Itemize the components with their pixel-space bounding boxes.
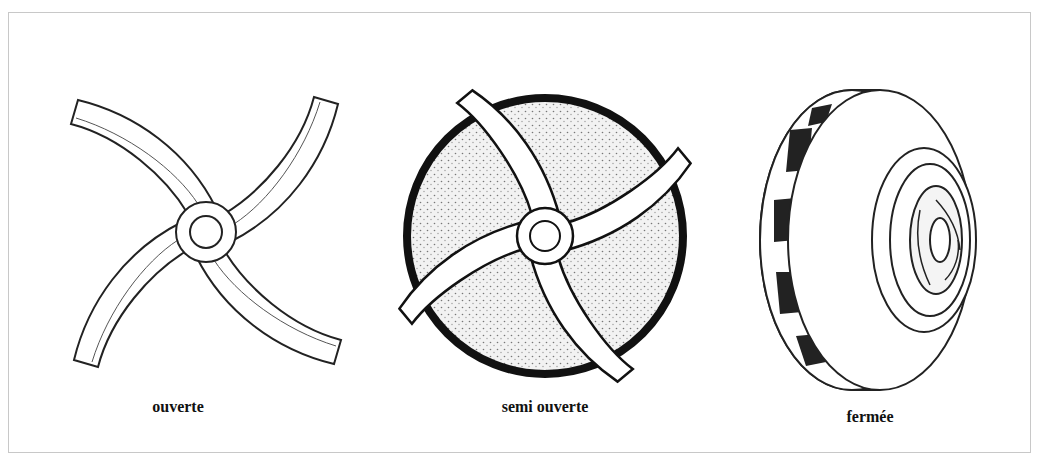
caption-label: ouverte	[152, 398, 204, 416]
closed-impeller	[760, 90, 976, 390]
caption-label: fermée	[846, 408, 893, 426]
frame	[9, 13, 1031, 453]
caption-label: semi ouverte	[502, 398, 589, 416]
open-impeller	[71, 97, 341, 367]
semi-open-impeller	[396, 87, 694, 385]
